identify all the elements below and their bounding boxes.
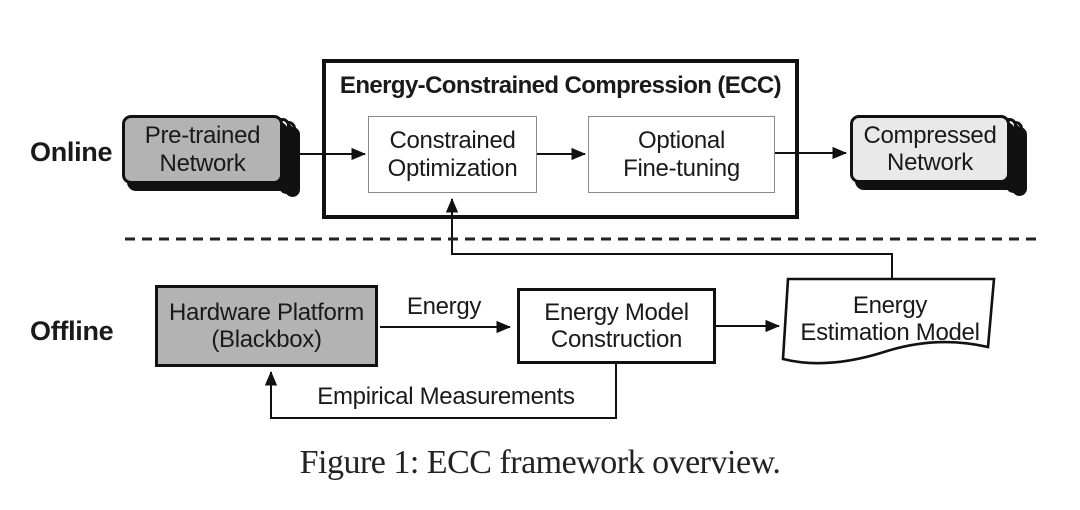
ecc-title: Energy-Constrained Compression (ECC) xyxy=(339,72,782,99)
node-label: Pre-trained xyxy=(144,122,261,150)
node-label: Network xyxy=(159,149,246,177)
node-label: Constrained xyxy=(389,127,516,155)
node-label: Fine-tuning xyxy=(623,154,740,182)
node-compressed-network: Compressed Network xyxy=(850,115,1023,190)
offline-section-label: Offline xyxy=(30,316,114,346)
node-label: Optimization xyxy=(387,154,518,182)
node-hardware-platform: Hardware Platform (Blackbox) xyxy=(155,285,378,367)
node-label: Compressed xyxy=(863,121,997,149)
node-label: Energy Model xyxy=(544,298,689,326)
edge-label-empirical-measurements: Empirical Measurements xyxy=(317,383,575,410)
figure-caption: Figure 1: ECC framework overview. xyxy=(299,444,781,481)
node-label: Network xyxy=(887,149,973,176)
node-energy-model-construction: Energy Model Construction xyxy=(517,288,716,364)
node-label: Optional xyxy=(638,127,725,155)
node-energy-estimation-model: Energy Estimation Model xyxy=(786,288,994,350)
online-section-label: Online xyxy=(30,137,113,167)
node-optional-finetuning: Optional Fine-tuning xyxy=(588,116,775,193)
node-pretrained-network: Pre-trained Network xyxy=(122,115,296,191)
node-label: Hardware Platform xyxy=(169,298,364,326)
node-label: Energy xyxy=(852,291,928,319)
node-label: Estimation Model xyxy=(800,319,980,346)
node-label: Construction xyxy=(550,326,683,353)
node-constrained-optimization: Constrained Optimization xyxy=(368,116,537,193)
node-label: (Blackbox) xyxy=(211,326,322,353)
edge-label-energy: Energy xyxy=(406,293,482,320)
